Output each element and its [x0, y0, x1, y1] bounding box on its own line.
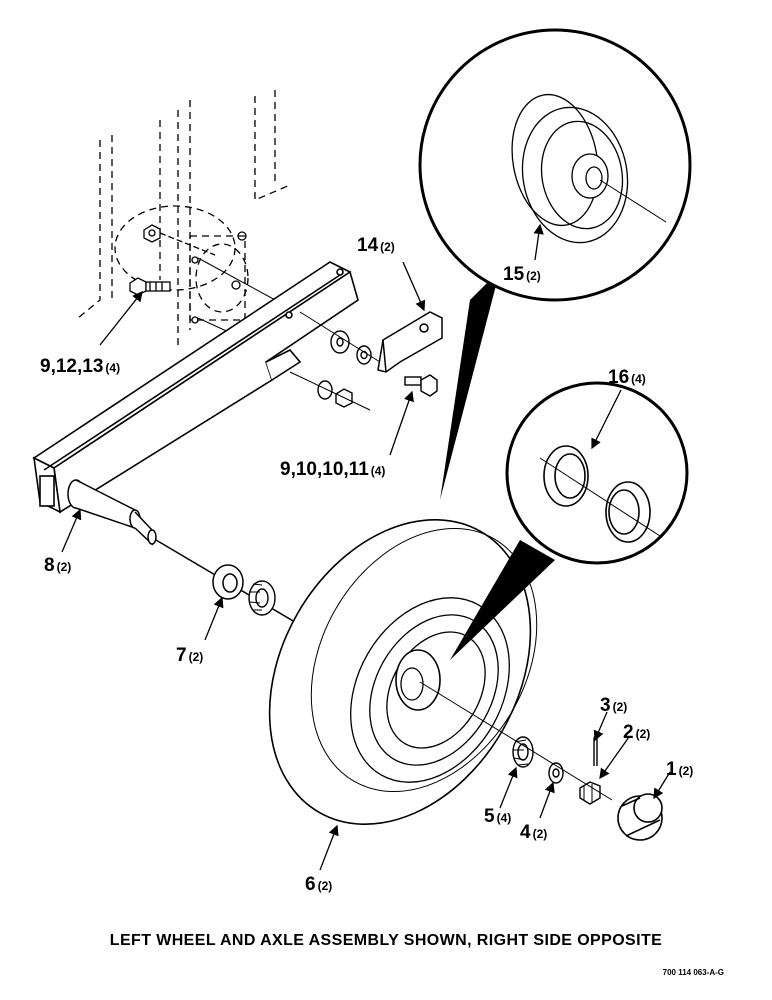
callout-15: 15(2): [503, 264, 541, 285]
detail-circle-rim: [418, 28, 692, 500]
bracket: [377, 311, 443, 373]
callout-8: 8(2): [44, 555, 71, 576]
detail-circle-cups: [450, 381, 689, 660]
frame-bolts: [129, 224, 216, 296]
callout-9-10-10-11: 9,10,10,11(4): [280, 459, 385, 480]
callout-4: 4(2): [520, 822, 547, 843]
hub-cap: [617, 793, 663, 841]
callout-2: 2(2): [623, 722, 650, 743]
callout-9-12-13: 9,12,13(4): [40, 356, 120, 377]
frame-holes: [191, 231, 247, 324]
cotter-pin: [593, 735, 598, 766]
callout-7: 7(2): [176, 645, 203, 666]
callout-16: 16(4): [608, 367, 646, 388]
callout-1: 1(2): [666, 759, 693, 780]
castle-nut: [579, 781, 601, 805]
axle-beam: [32, 261, 359, 514]
drawing-code: 700 114 063-A-G: [662, 968, 724, 977]
seal: [212, 564, 244, 600]
beam-hardware: [289, 311, 381, 411]
leader-lines: [61, 223, 671, 871]
outer-center-line: [419, 681, 613, 801]
callout-3: 3(2): [600, 695, 627, 716]
callout-14: 14(2): [357, 235, 395, 256]
hex-bolt: [404, 374, 438, 397]
bearing-cone-inner: [248, 580, 276, 616]
frame-outline: [77, 90, 291, 345]
callout-5: 5(4): [484, 806, 511, 827]
outer-bearing: [512, 736, 534, 768]
callout-6: 6(2): [305, 874, 332, 895]
figure-caption: LEFT WHEEL AND AXLE ASSEMBLY SHOWN, RIGH…: [109, 932, 663, 949]
